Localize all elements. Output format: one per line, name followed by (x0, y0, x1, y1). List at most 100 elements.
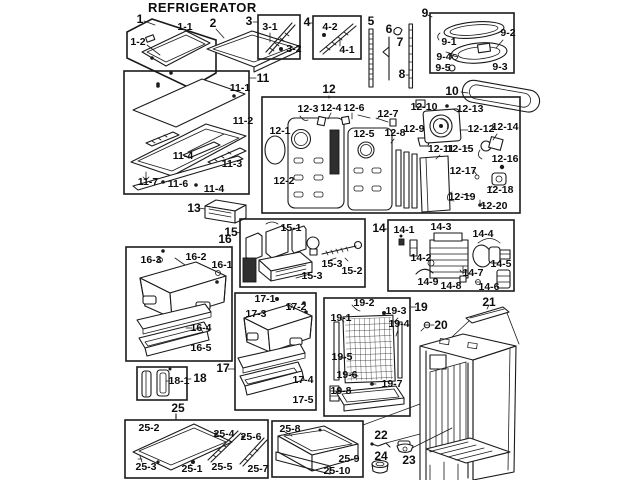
callout-7: 7 (397, 35, 404, 49)
callout-14-4: 14-4 (472, 228, 493, 240)
callout-12-7: 12-7 (377, 108, 398, 120)
callout-15-3b: 15-3 (301, 270, 322, 282)
callout-11-4: 11-4 (173, 150, 194, 162)
callout-25-2: 25-2 (138, 422, 159, 434)
part-module-13: 13 (187, 199, 247, 224)
callout-25-7: 25-7 (247, 463, 268, 475)
callout-14-1: 14-1 (393, 224, 414, 236)
callout-9-5: 9-5 (435, 62, 450, 74)
callout-19-4: 19-4 (388, 318, 409, 330)
callout-4: 4 (304, 15, 311, 29)
callout-12-4: 12-4 (320, 102, 341, 114)
callout-17-1: 17-1 (254, 293, 275, 305)
callout-10: 10 (445, 84, 459, 98)
callout-15-3: 15-3 (321, 258, 342, 270)
callout-17-5: 17-5 (292, 394, 313, 406)
callout-12-9: 12-9 (403, 123, 424, 135)
callout-15-2: 15-2 (341, 265, 362, 277)
callout-12-19: 12-19 (449, 191, 476, 203)
callout-11-1: 11-1 (230, 82, 251, 94)
part-group-2: 2 (206, 16, 300, 73)
callout-3: 3 (246, 14, 253, 28)
callout-17-3: 17-3 (245, 308, 266, 320)
callout-3-1: 3-1 (262, 21, 277, 33)
callout-16-4: 16-4 (190, 322, 211, 334)
callout-25-3: 25-3 (135, 461, 156, 473)
callout-9-2: 9-2 (500, 27, 515, 39)
callout-19: 19 (414, 300, 428, 314)
callout-4-1: 4-1 (339, 44, 354, 56)
callout-1: 1 (137, 12, 144, 26)
callout-25-6: 25-6 (240, 431, 261, 443)
part-group-1: 1 1-1 1-2 (126, 12, 217, 89)
callout-25-8: 25-8 (279, 423, 300, 435)
part-group-16: 16 16-3 16-2 16-1 16-4 16-5 (125, 232, 233, 362)
callout-12-2: 12-2 (273, 175, 294, 187)
part-caster-23: 23 (396, 440, 416, 467)
callout-12-15: 12-15 (447, 143, 474, 155)
part-strip-8: 8 (399, 23, 414, 89)
callout-25-1: 25-1 (181, 463, 202, 475)
part-clip-22: 22 (370, 428, 391, 448)
callout-12-8: 12-8 (384, 127, 405, 139)
part-group-12: 12 (261, 82, 521, 214)
callout-11-7: 11-7 (138, 176, 159, 188)
cabinet-body (362, 333, 517, 480)
callout-8: 8 (399, 67, 406, 81)
callout-4-2: 4-2 (322, 21, 337, 33)
callout-19-1: 19-1 (330, 312, 351, 324)
part-group-9: 9 9-1 9-2 9-3 9-4 9-5 (422, 6, 516, 74)
callout-12-18: 12-18 (487, 184, 514, 196)
callout-14-3: 14-3 (430, 221, 451, 233)
page-title: REFRIGERATOR (148, 0, 257, 15)
callout-15: 15 (224, 225, 238, 239)
callout-12-3: 12-3 (297, 103, 318, 115)
callout-2: 2 (210, 16, 217, 30)
callout-12: 12 (322, 82, 336, 96)
callout-11-4b: 11-4 (204, 183, 225, 195)
callout-14-2: 14-2 (410, 252, 431, 264)
callout-12-12: 12-12 (468, 123, 495, 135)
callout-17-4: 17-4 (292, 374, 313, 386)
callout-9-4: 9-4 (436, 51, 451, 63)
callout-12-10: 12-10 (411, 101, 438, 113)
callout-1-1: 1-1 (177, 21, 192, 33)
part-group-18: 18-1 18 (136, 366, 207, 401)
callout-12-1: 12-1 (269, 125, 290, 137)
callout-16-2: 16-2 (185, 251, 206, 263)
callout-22: 22 (374, 428, 388, 442)
callout-14-9: 14-9 (417, 276, 438, 288)
part-group-14: 14 14-1 14-2 14-3 14-4 14-5 14-6 14-7 14… (372, 219, 515, 293)
callout-12-5: 12-5 (353, 128, 374, 140)
part-group-19: 19 19-1 19-2 19-3 19-4 19-5 19-6 19-7 19… (323, 297, 428, 417)
part-screw-20: 20 (420, 318, 448, 332)
callout-13: 13 (187, 201, 201, 215)
callout-16-3: 16-3 (140, 254, 161, 266)
callout-24: 24 (374, 449, 388, 463)
part-group-4: 4 4-2 4-1 (304, 15, 362, 60)
callout-12-20: 12-20 (481, 200, 508, 212)
part-cap-24: 24 (371, 449, 389, 474)
callout-12-6: 12-6 (343, 102, 364, 114)
callout-17: 17 (216, 361, 230, 375)
callout-19-2: 19-2 (353, 297, 374, 309)
callout-19-3: 19-3 (385, 305, 406, 317)
callout-19-7: 19-7 (381, 378, 402, 390)
part-group-3: 3 3-1 3-2 (246, 14, 302, 60)
callout-25-10: 25-10 (324, 465, 351, 477)
callout-12-16: 12-16 (492, 153, 519, 165)
callout-12-14: 12-14 (492, 121, 519, 133)
part-clip-7: 7 (393, 26, 404, 49)
callout-14-5: 14-5 (490, 258, 511, 270)
callout-11-2: 11-2 (233, 115, 254, 127)
part-group-11: 11 11-1 11-2 11-3 11-4 11-4 11-6 11-7 (123, 70, 270, 195)
callout-14: 14 (372, 221, 386, 235)
callout-12-11: 12-11 (428, 143, 454, 155)
callout-16-5: 16-5 (190, 342, 211, 354)
callout-14-6: 14-6 (478, 281, 499, 293)
part-strip-6: 6 (382, 22, 393, 81)
part-group-25: 25 25-2 25-3 25-1 25-4 25-5 25-6 25-7 (124, 401, 269, 479)
callout-17-2: 17-2 (285, 301, 306, 313)
callout-5: 5 (368, 14, 375, 28)
